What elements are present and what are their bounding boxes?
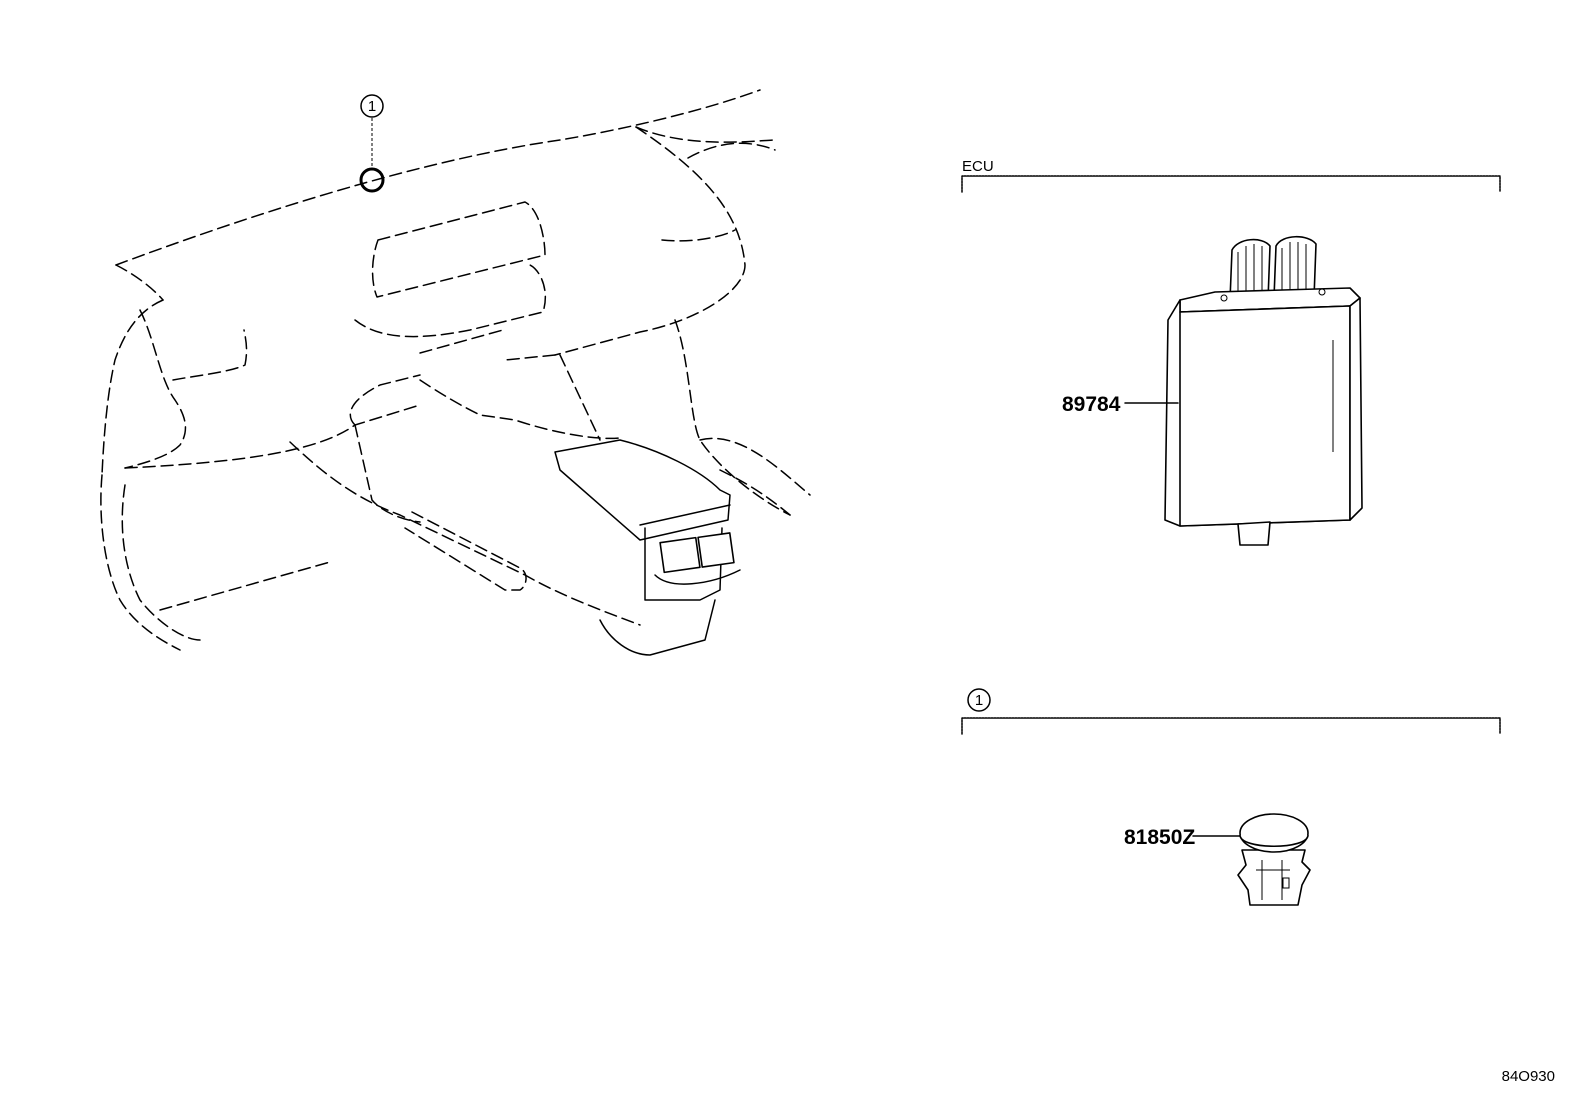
ecu-part-number: 89784 (1062, 393, 1121, 416)
rear-vent-left (659, 536, 701, 574)
sensor-part-number: 81850Z (1124, 826, 1195, 849)
rear-vent-right (697, 532, 735, 568)
callout-number-circle (360, 94, 384, 118)
item1-number: 1 (975, 692, 983, 709)
ecu-module (1164, 235, 1363, 546)
item1-number-circle (967, 688, 991, 712)
callout-number: 1 (368, 98, 376, 115)
ecu-section: ECU 89784 (961, 158, 1501, 546)
callout-marker-circle (359, 167, 385, 193)
item1-section: 1 81850Z (961, 688, 1501, 906)
dashboard-illustration: 1 (100, 89, 811, 656)
illustration-code: 84O930 (1502, 1068, 1555, 1085)
sensor-part (1237, 813, 1311, 906)
ecu-section-title: ECU (962, 158, 994, 175)
